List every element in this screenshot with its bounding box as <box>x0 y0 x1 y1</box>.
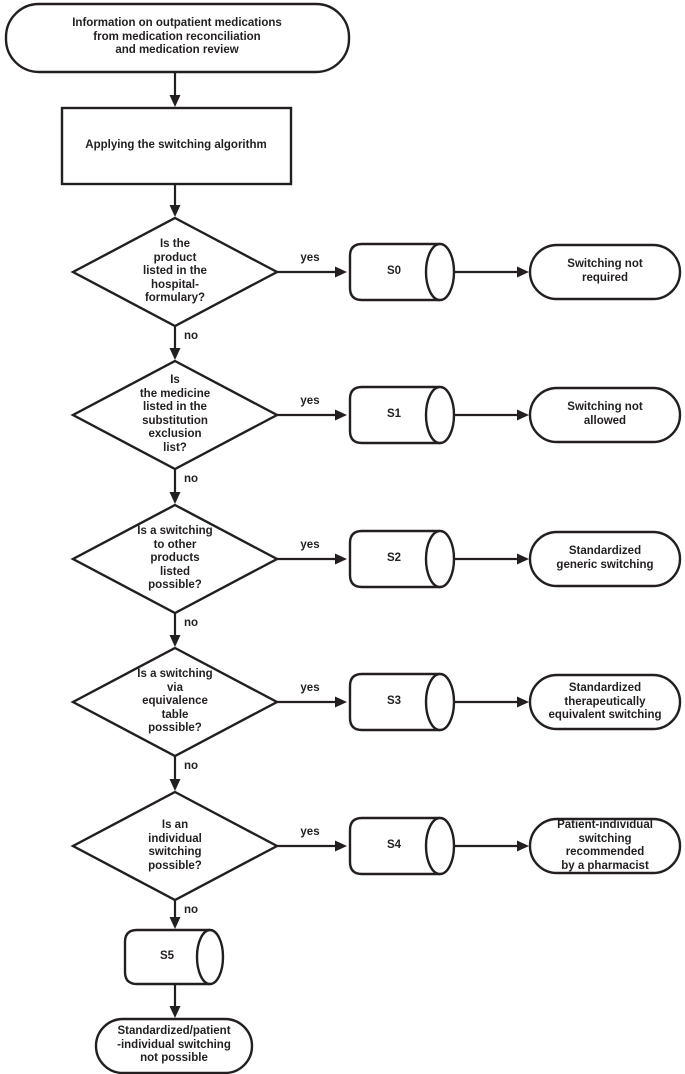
connector-no-5 <box>169 900 181 929</box>
yes-label-3: yes <box>300 539 320 551</box>
outcome-2-label: Switching not allowed <box>567 401 643 427</box>
connector-storage-to-outcome-5 <box>454 840 529 852</box>
outcome-4-shape <box>528 673 682 731</box>
connector-storage-to-outcome-2 <box>454 409 529 421</box>
decision-4-shape <box>70 646 280 758</box>
yes-label-4: yes <box>300 682 320 694</box>
no-label-5: no <box>184 904 199 916</box>
no-label-1: no <box>184 330 199 342</box>
process-label: Applying the switching algorithm <box>85 139 267 151</box>
storage-3-label: S2 <box>386 552 402 564</box>
storage-6-label: S5 <box>159 950 175 962</box>
outcome-4-label: Standardized therapeutically equivalent … <box>548 682 662 721</box>
no-label-2: no <box>184 473 199 485</box>
connector-yes-3 <box>277 553 347 565</box>
start-label: Information on outpatient medications fr… <box>72 17 282 56</box>
yes-label-1: yes <box>300 252 320 264</box>
storage-4-label: S3 <box>386 695 402 707</box>
connector-yes-5 <box>277 840 347 852</box>
connector-no-4 <box>169 756 181 791</box>
yes-label-2: yes <box>300 395 320 407</box>
decision-4-label: Is a switching via equivalence table pos… <box>137 668 213 734</box>
decision-1-shape <box>70 216 280 328</box>
no-label-4: no <box>184 760 199 772</box>
connector-yes-4 <box>277 696 347 708</box>
storage-2-shape <box>348 385 456 445</box>
decision-1-label: Is the product listed in the hospital- f… <box>143 238 207 304</box>
outcome-3-label: Standardized generic switching <box>556 545 654 571</box>
decision-2-label: Is the medicine listed in the substituti… <box>139 374 211 454</box>
outcome-5-shape <box>528 817 682 875</box>
connector-no-2 <box>169 469 181 504</box>
final-outcome-shape <box>94 1017 254 1074</box>
storage-5-label: S4 <box>386 839 402 851</box>
outcome-1-label: Switching not required <box>567 258 643 284</box>
yes-label-5: yes <box>300 826 320 838</box>
outcome-1-shape <box>528 243 682 301</box>
connector-yes-2 <box>277 409 347 421</box>
storage-1-label: S0 <box>386 265 402 277</box>
connector-no-3 <box>169 613 181 647</box>
connector-storage5-to-final <box>169 984 181 1018</box>
outcome-5-label: Patient-individual switching recommended… <box>557 819 653 872</box>
outcome-3-shape <box>528 530 682 588</box>
connector-no-1 <box>169 326 181 360</box>
connector-storage-to-outcome-1 <box>454 266 529 278</box>
connector-process-to-decision-1 <box>169 184 181 217</box>
storage-2-label: S1 <box>386 408 402 420</box>
storage-1-shape <box>348 242 456 302</box>
decision-3-label: Is a switching to other products listed … <box>137 525 213 591</box>
connector-yes-1 <box>277 266 347 278</box>
decision-5-label: Is an individual switching possible? <box>148 819 202 872</box>
outcome-2-shape <box>528 386 682 444</box>
final-outcome-label: Standardized/patient -individual switchi… <box>117 1025 231 1064</box>
decision-3-shape <box>70 503 280 615</box>
start-terminator-shape <box>4 2 351 74</box>
connector-start-to-process <box>169 73 181 107</box>
connector-storage-to-outcome-4 <box>454 696 529 708</box>
storage-6-shape <box>123 928 225 986</box>
storage-3-shape <box>348 529 456 589</box>
storage-4-shape <box>348 672 456 732</box>
connector-storage-to-outcome-3 <box>454 553 529 565</box>
process-box-shape <box>60 106 293 186</box>
storage-5-shape <box>348 816 456 876</box>
no-label-3: no <box>184 617 199 629</box>
decision-5-shape <box>70 790 280 902</box>
decision-2-shape <box>70 359 280 471</box>
